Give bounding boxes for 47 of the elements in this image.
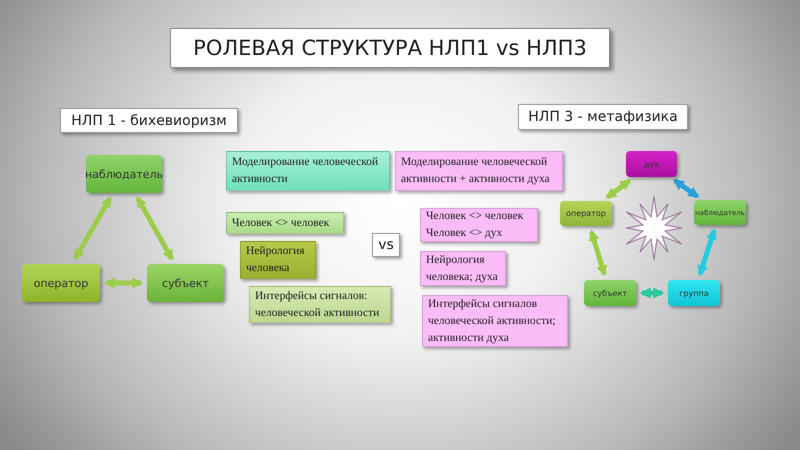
- double-arrow: [136, 196, 174, 261]
- box-text: Интерфейсы сигналов: человеческой активности: [255, 288, 380, 320]
- box-text: НЛП 1 - бихевиоризм: [71, 112, 227, 128]
- role-box: [22, 264, 100, 302]
- role-box: [668, 280, 720, 306]
- double-arrow: [72, 196, 112, 261]
- box-text: Интерфейсы сигналов человеческой активности; активности духа: [428, 296, 556, 346]
- box-text: Моделирование человеческой активности + активности духа: [401, 155, 551, 187]
- role-box: [86, 155, 162, 193]
- double-arrow: [104, 278, 144, 288]
- text-box: [240, 241, 316, 279]
- box-text: Моделирование человеческой активности: [232, 155, 380, 187]
- box-text: оператор: [566, 209, 606, 218]
- text-box: [226, 212, 344, 234]
- box-text: наблюдатель: [84, 168, 164, 180]
- text-box: [249, 286, 391, 323]
- box-text: группа: [679, 288, 709, 298]
- role-box: [560, 201, 612, 226]
- double-arrow: [606, 178, 632, 200]
- box-text: дух: [644, 160, 659, 168]
- box-text: Нейрология человека: [246, 244, 306, 276]
- role-box: [584, 280, 636, 306]
- heading-box: [60, 108, 238, 133]
- box-text: НЛП 3 - метафизика: [528, 109, 678, 125]
- box-text: vs: [378, 237, 394, 253]
- role-box: [147, 264, 224, 302]
- text-box: [395, 151, 563, 191]
- box-text: субъект: [592, 288, 628, 298]
- box-text: Человек <> дух: [426, 226, 504, 241]
- double-arrow: [640, 288, 664, 298]
- heading-box: [518, 104, 688, 130]
- box-text: субъект: [162, 276, 209, 290]
- heading-box: [372, 233, 400, 257]
- box-text: Человек <> человек: [232, 216, 330, 230]
- box-text: Человек <> человек: [426, 209, 524, 224]
- role-box: [694, 200, 746, 225]
- box-text: оператор: [34, 276, 88, 290]
- double-arrow: [697, 228, 717, 276]
- role-box: [626, 151, 677, 177]
- title-box: РОЛЕВАЯ СТРУКТУРА НЛП1 vs НЛП3: [170, 28, 610, 68]
- text-box: [420, 208, 538, 242]
- text-box: [420, 251, 506, 286]
- text-box: [422, 295, 568, 347]
- text-box: [226, 151, 390, 191]
- double-arrow: [588, 230, 608, 276]
- box-text: Нейрология человека; духа: [426, 252, 499, 284]
- double-arrow: [673, 178, 700, 199]
